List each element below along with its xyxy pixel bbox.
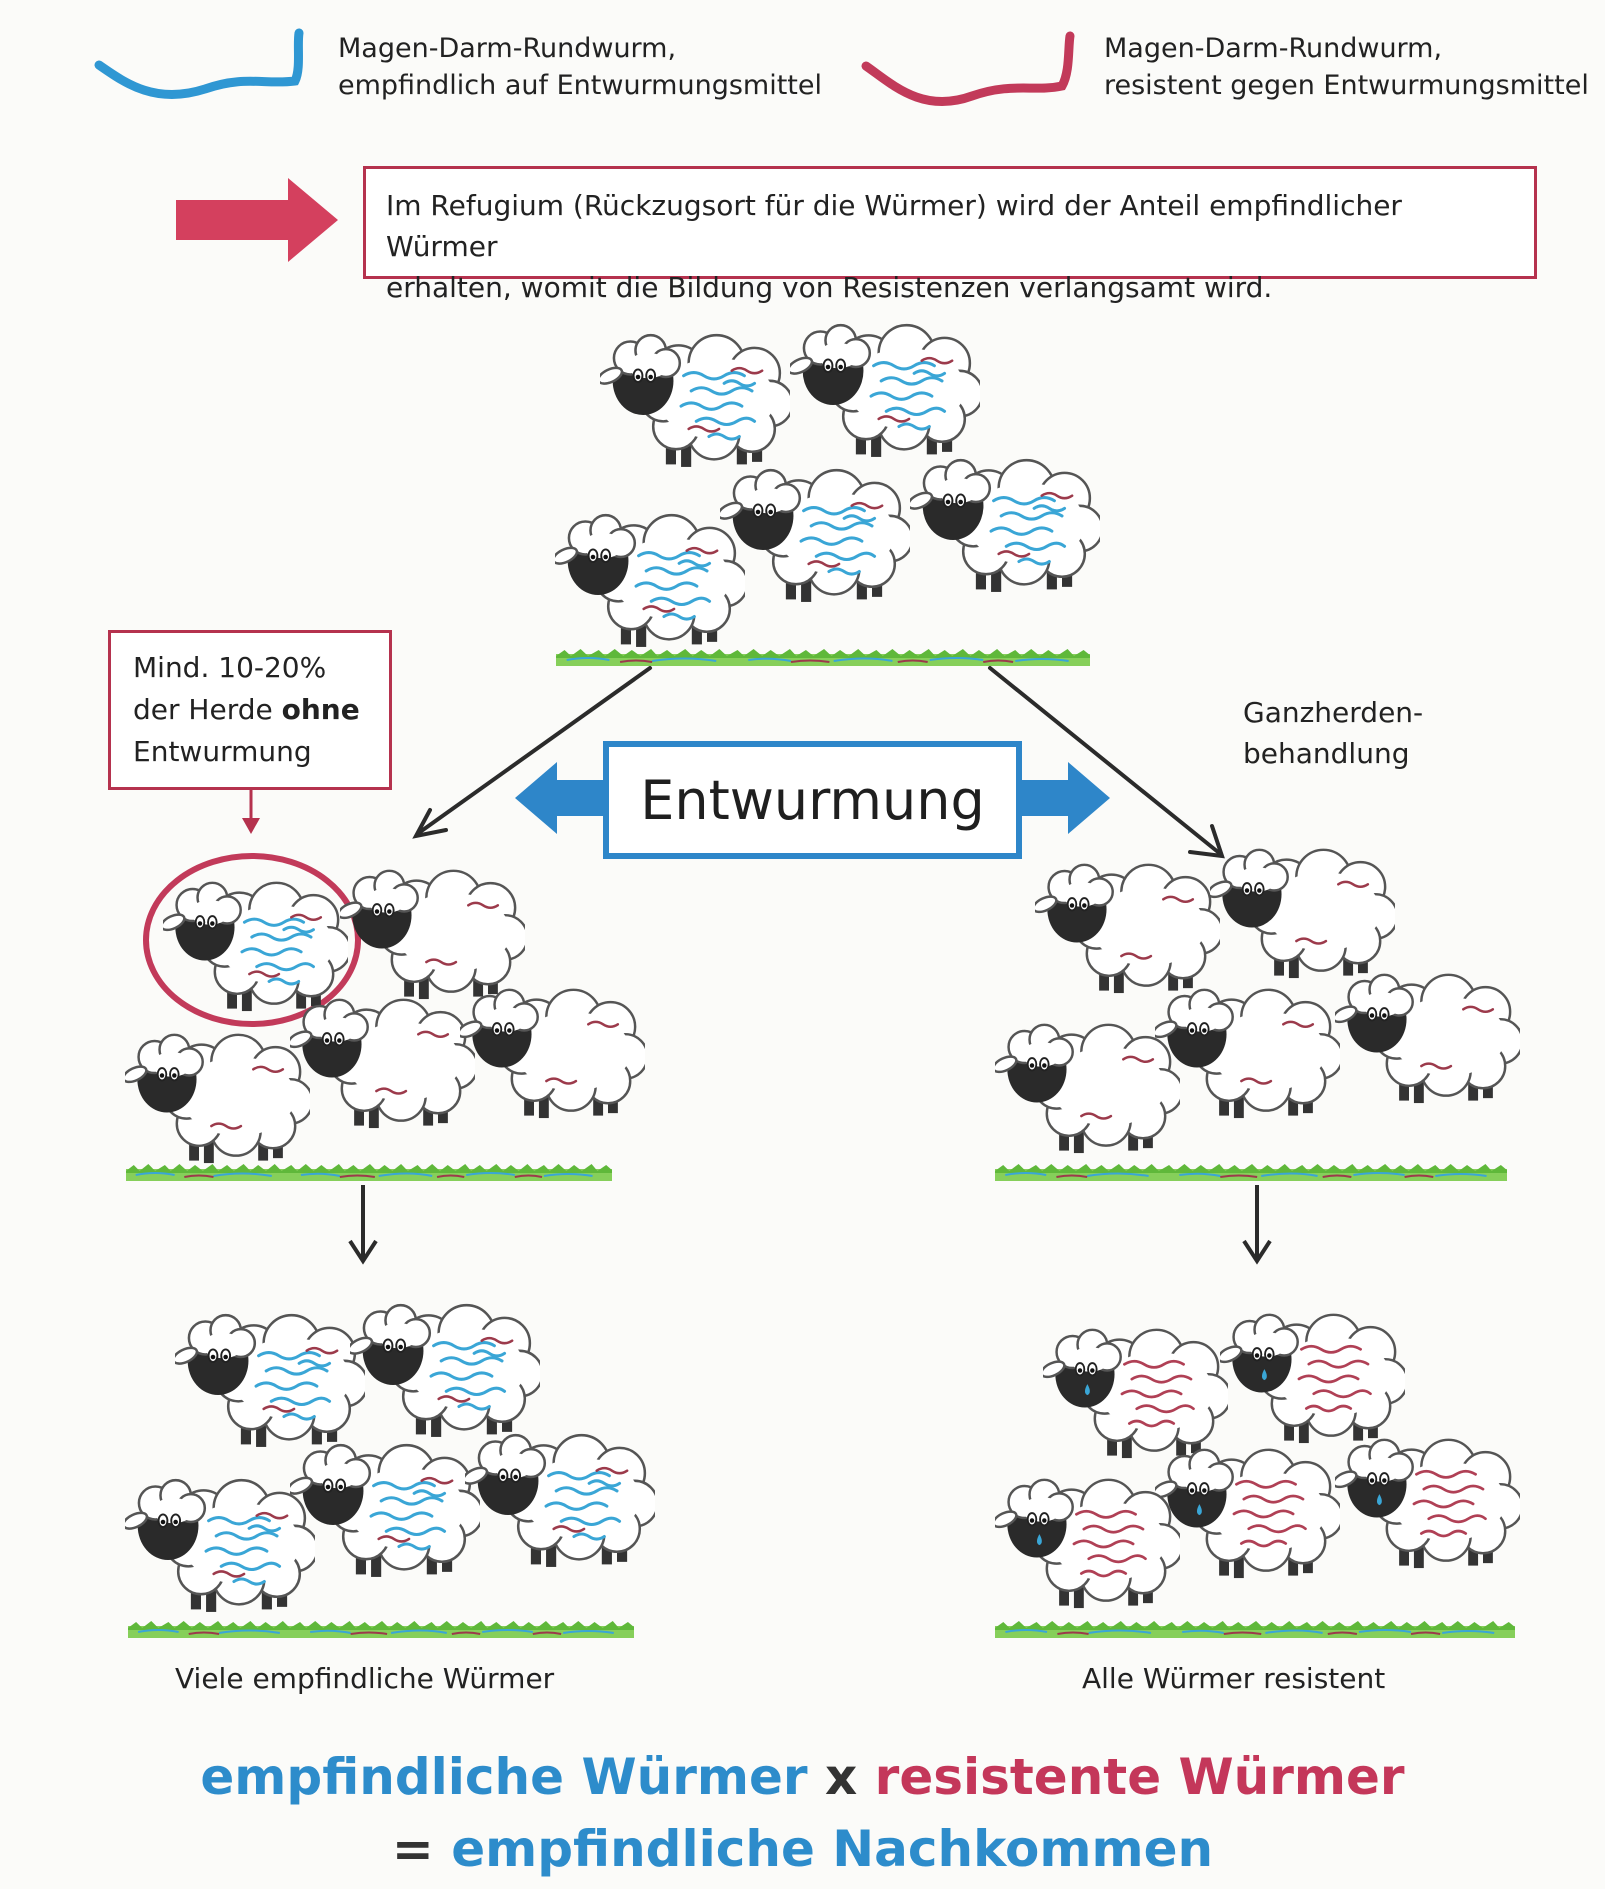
legend-resistant-line1: Magen-Darm-Rundwurm, [1104,33,1443,64]
grass-strip [128,1620,634,1640]
sheep [290,1430,480,1582]
sheep [995,1010,1180,1158]
sheep [995,1465,1180,1613]
summary-equals: = [391,1820,434,1878]
resistant-worm-icon [861,31,1075,106]
legend-resistant-line2: resistent gegen Entwurmungsmittel [1104,70,1589,101]
whole-herd-line2: behandlung [1243,737,1410,770]
sheep [1155,975,1340,1123]
sheep [1155,1435,1340,1583]
legend-susceptible-text: Magen-Darm-Rundwurm, empfindlich auf Ent… [338,30,822,104]
summary-line2: = empfindliche Nachkommen [0,1820,1605,1878]
note-line1: Mind. 10-20% [133,651,327,684]
arrow-down-icon [1242,1185,1272,1265]
grass-strip [995,1620,1515,1640]
caption-left: Viele empfindliche Würmer [175,1662,555,1695]
refugium-circle [143,853,361,1027]
note-line2-pre: der Herde [133,693,282,726]
arrow-left-blue-icon [515,762,610,834]
whole-herd-label: Ganzherden- behandlung [1243,692,1423,774]
refugium-note-box: Mind. 10-20% der Herde ohne Entwurmung [108,630,392,790]
arrow-right-icon [176,178,338,262]
summary-line1: empfindliche Würmer x resistente Würmer [0,1748,1605,1806]
sheep [125,1020,310,1168]
right-bottom-flock [995,1295,1515,1635]
note-line2-bold: ohne [281,693,360,726]
deworming-box: Entwurmung [603,741,1022,859]
note-line3: Entwurmung [133,735,312,768]
sheep [290,985,475,1133]
left-bottom-flock [125,1285,645,1635]
grass-strip [995,1163,1507,1183]
sheep [1335,1425,1520,1573]
summary-term1: empfindliche Würmer [200,1748,808,1806]
grass-strip [126,1163,612,1183]
note-line2: der Herde ohne [133,689,367,731]
sheep [465,1420,655,1572]
sheep [125,1465,315,1617]
info-line2: erhalten, womit die Bildung von Resisten… [386,271,1273,304]
arrow-down-icon [348,1185,378,1265]
arrow-right-blue-icon [1015,762,1110,834]
left-mid-flock [125,850,620,1170]
sheep [1335,960,1520,1108]
refugium-info-box: Im Refugium (Rückzugsort für die Würmer)… [363,166,1537,304]
legend-susceptible-line1: Magen-Darm-Rundwurm, [338,33,677,64]
susceptible-worm-icon [94,28,304,100]
right-mid-flock [995,835,1515,1165]
caption-right: Alle Würmer resistent [1082,1662,1386,1695]
summary-term2: resistente Würmer [874,1748,1405,1806]
info-line1: Im Refugium (Rückzugsort für die Würmer)… [386,189,1402,263]
sheep [460,975,645,1123]
summary-result: empfindliche Nachkommen [451,1820,1214,1878]
summary-operator: x [824,1748,858,1806]
arrow-down-red-icon [242,790,260,834]
legend-resistant-text: Magen-Darm-Rundwurm, resistent gegen Ent… [1104,30,1589,104]
deworming-label: Entwurmung [640,768,985,832]
whole-herd-line1: Ganzherden- [1243,696,1424,729]
legend-susceptible-line2: empfindlich auf Entwurmungsmittel [338,70,822,101]
arrows-diagonal [412,666,1225,859]
